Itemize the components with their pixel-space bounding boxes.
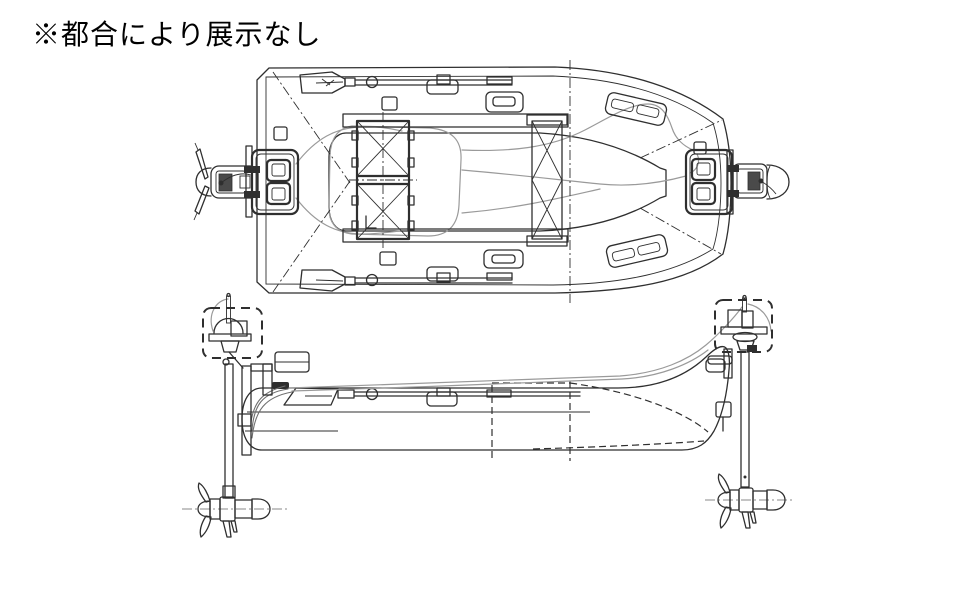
grab-handle-bottom	[605, 234, 669, 268]
top-hull-outline	[256, 66, 732, 294]
propeller-blade	[195, 148, 209, 180]
oarlock	[426, 79, 459, 95]
floor-rails	[342, 113, 569, 243]
bench-aft	[349, 112, 417, 248]
cable-run-side	[210, 298, 772, 439]
bench-forward	[526, 114, 568, 247]
prop-nose	[195, 167, 212, 197]
propeller-blade	[719, 506, 732, 529]
prop-nose	[766, 164, 790, 200]
side-oar	[283, 387, 581, 407]
fin	[741, 511, 751, 529]
stern-thruster-side	[202, 292, 310, 499]
bow-propeller-pod	[705, 473, 795, 529]
deck-fittings-top	[273, 91, 707, 269]
motor-body	[210, 165, 259, 199]
bow-thruster-top	[684, 148, 790, 216]
starboard-oar	[299, 266, 513, 292]
side-view	[182, 292, 795, 538]
side-hull	[241, 345, 731, 461]
drive-shaft	[740, 351, 750, 488]
propeller-blade	[199, 515, 212, 538]
fin	[222, 520, 232, 538]
port-oar	[299, 71, 513, 95]
propeller-blade	[197, 482, 211, 503]
exhibit-note: ※都合により展示なし	[32, 20, 322, 51]
dashed-box-stern	[202, 307, 263, 359]
fin	[230, 520, 238, 533]
motor-head-bow	[720, 294, 768, 351]
stern-propeller-pod	[182, 482, 290, 538]
propeller-blade	[194, 185, 210, 215]
bow-thruster-side	[705, 294, 773, 488]
stern-thruster-top	[193, 142, 300, 221]
transom-plate-side	[241, 365, 252, 456]
fin	[749, 511, 757, 524]
propeller-blade	[717, 473, 731, 494]
drive-shaft	[224, 363, 234, 499]
grab-handle-top	[604, 92, 668, 126]
top-view	[193, 60, 790, 303]
section-lines-top	[272, 60, 723, 303]
dashed-box-bow	[714, 299, 773, 353]
cockpit-outline	[328, 132, 667, 232]
oarlock	[426, 266, 459, 282]
mount-bracket	[250, 148, 300, 216]
mount-bracket	[684, 148, 734, 216]
motor-head-stern	[208, 292, 252, 353]
